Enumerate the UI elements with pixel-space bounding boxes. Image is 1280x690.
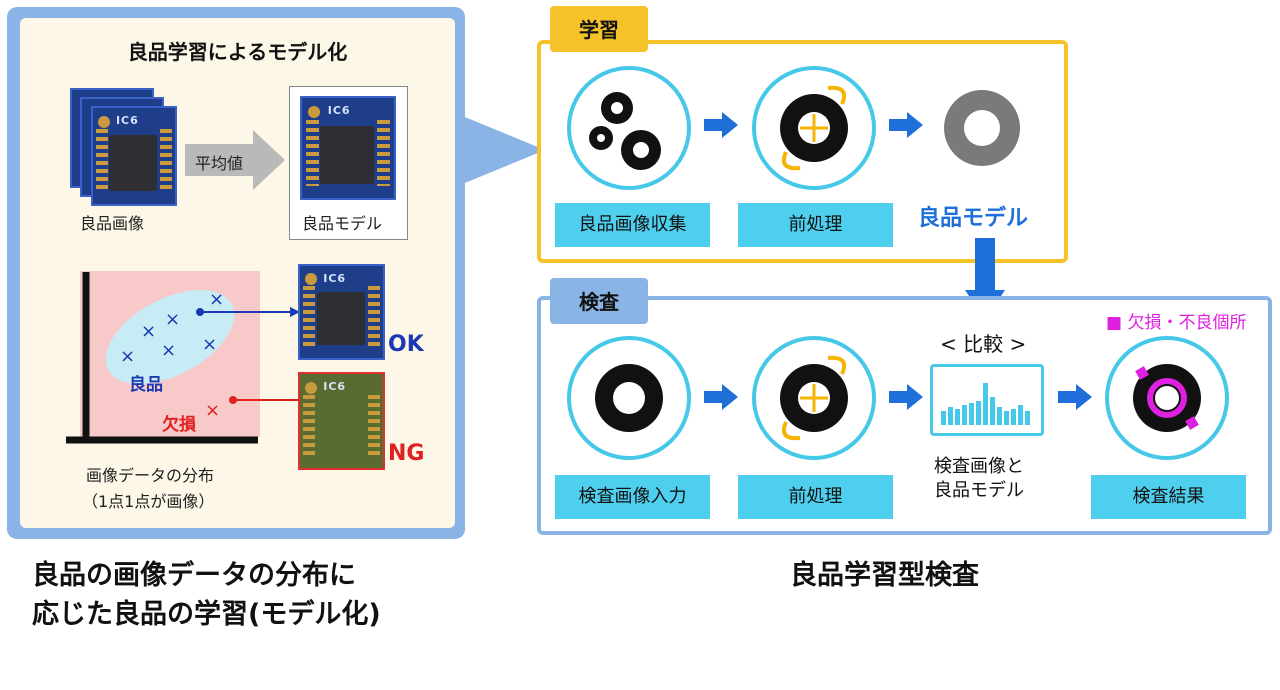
compare-caption-line1: 検査画像と [934,456,1024,477]
good-model-gear-icon [944,90,1020,166]
gear-preprocess-icon [780,85,848,171]
learning-preprocess-step: 前処理 [738,203,893,247]
gears-icon [589,92,661,170]
left-panel-title: 良品学習によるモデル化 [127,40,348,64]
good-model-label: 良品モデル [302,214,383,233]
right-caption: 良品学習型検査 [790,560,979,591]
average-arrow [185,130,285,190]
compare-label: < 比較 > [940,332,1027,356]
learning-tag: 学習 [550,6,648,52]
flow-arrow [704,112,738,138]
histogram-icon [941,383,1030,425]
good-images-label: 良品画像 [80,214,145,233]
ok-label: OK [388,332,424,357]
inspection-tag: 検査 [550,278,648,324]
defect-gear-icon [1133,364,1201,432]
plot-defect-label: 欠損 [162,415,196,435]
gear-preprocess-icon [780,355,848,441]
collect-good-images-step: 良品画像収集 [555,203,710,247]
good-model-result: 良品モデル [918,206,1029,231]
distribution-sublabel: （1点1点が画像） [82,492,215,511]
input-circle [567,336,691,460]
ok-chip-image: IC6 [298,264,385,360]
good-sample-mark: × [161,340,177,361]
good-sample-mark: × [209,289,225,310]
ng-chip-image: IC6 [298,372,385,470]
inspection-preprocess-circle [752,336,876,460]
left-caption-line1: 良品の画像データの分布に [32,560,356,591]
defect-legend: ■ 欠損・不良個所 [1106,313,1247,333]
good-sample-mark: × [202,334,218,355]
good-sample-mark: × [120,346,136,367]
compare-caption-line2: 良品モデル [934,480,1024,501]
good-sample-mark: × [141,321,157,342]
panel-pointer [460,115,545,185]
ng-label: NG [388,441,425,466]
plot-connectors [196,307,300,404]
gear-icon [595,364,663,432]
compare-panel [930,364,1044,436]
inspection-preprocess-step: 前処理 [738,475,893,519]
left-caption-line2: 応じた良品の学習(モデル化) [32,599,381,630]
inspection-result-step: 検査結果 [1091,475,1246,519]
flow-arrow [1058,384,1092,410]
good-sample-mark: × [165,309,181,330]
good-chip-image: IC6 [91,106,177,206]
flow-arrow [704,384,738,410]
distribution-label: 画像データの分布 [86,466,215,485]
collect-circle [567,66,691,190]
good-model-chip: IC6 [300,96,396,200]
flow-arrow [889,384,923,410]
preprocess-circle [752,66,876,190]
result-circle [1105,336,1229,460]
input-inspection-image-step: 検査画像入力 [555,475,710,519]
plot-good-label: 良品 [129,375,163,395]
average-label: 平均値 [195,154,244,173]
defect-sample-mark: × [205,400,221,421]
flow-arrow [889,112,923,138]
